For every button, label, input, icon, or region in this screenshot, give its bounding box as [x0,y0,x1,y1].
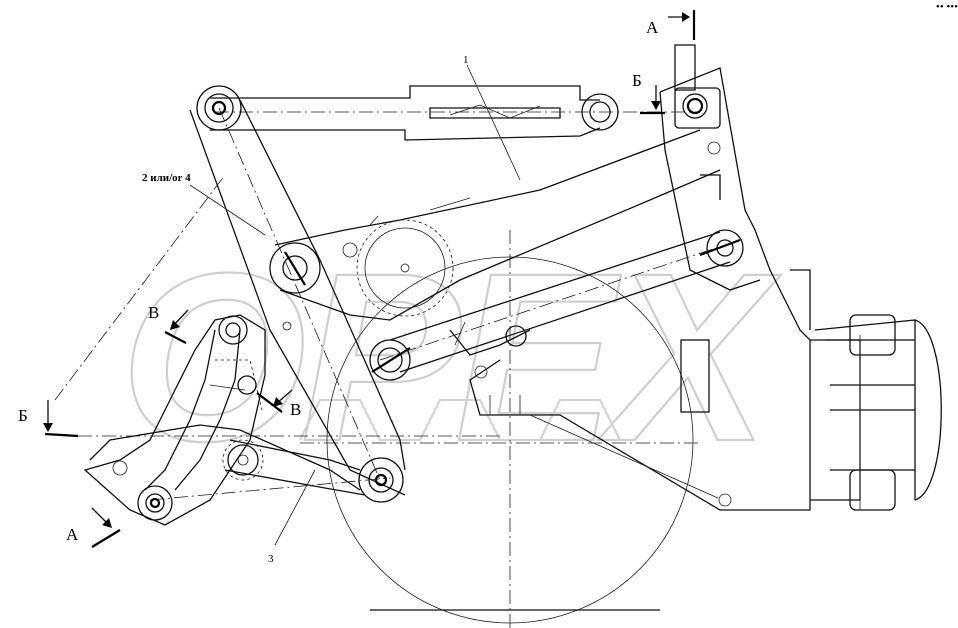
section-label-v-left: В [148,303,159,322]
leader-lines [189,64,719,546]
section-label-a-bottom: A [66,525,79,544]
section-marker-a-top: A [646,10,696,40]
boom-arm [189,99,406,503]
bucket-link-part-3 [89,424,391,501]
section-marker-b-left: Б [18,174,500,438]
section-marker-a-bottom: A [66,507,121,548]
watermark-text: OPEX [120,223,782,491]
part-label-3: 3 [268,553,274,565]
watermark: OPEX [119,222,789,492]
section-label-b-top: Б [632,71,642,90]
rear-mount [810,314,942,511]
section-marker-v-right: В [256,389,301,419]
lift-frame-part-2 [269,129,721,321]
part-label-1: 1 [463,54,469,66]
section-label-v-right: В [290,400,301,419]
wheel [300,230,700,628]
section-label-a-top: A [646,18,659,37]
section-marker-v-left: В [148,303,189,344]
lift-cylinder [369,229,744,381]
bucket [83,314,292,526]
section-marker-b-top: Б [632,71,665,115]
corner-mark: •• ••• [936,1,958,13]
part-label-2: 2 или/or 4 [142,172,191,184]
watermark-gear [299,399,621,441]
tilt-cylinder-part-1 [196,85,700,141]
section-label-b-left: Б [18,406,28,425]
